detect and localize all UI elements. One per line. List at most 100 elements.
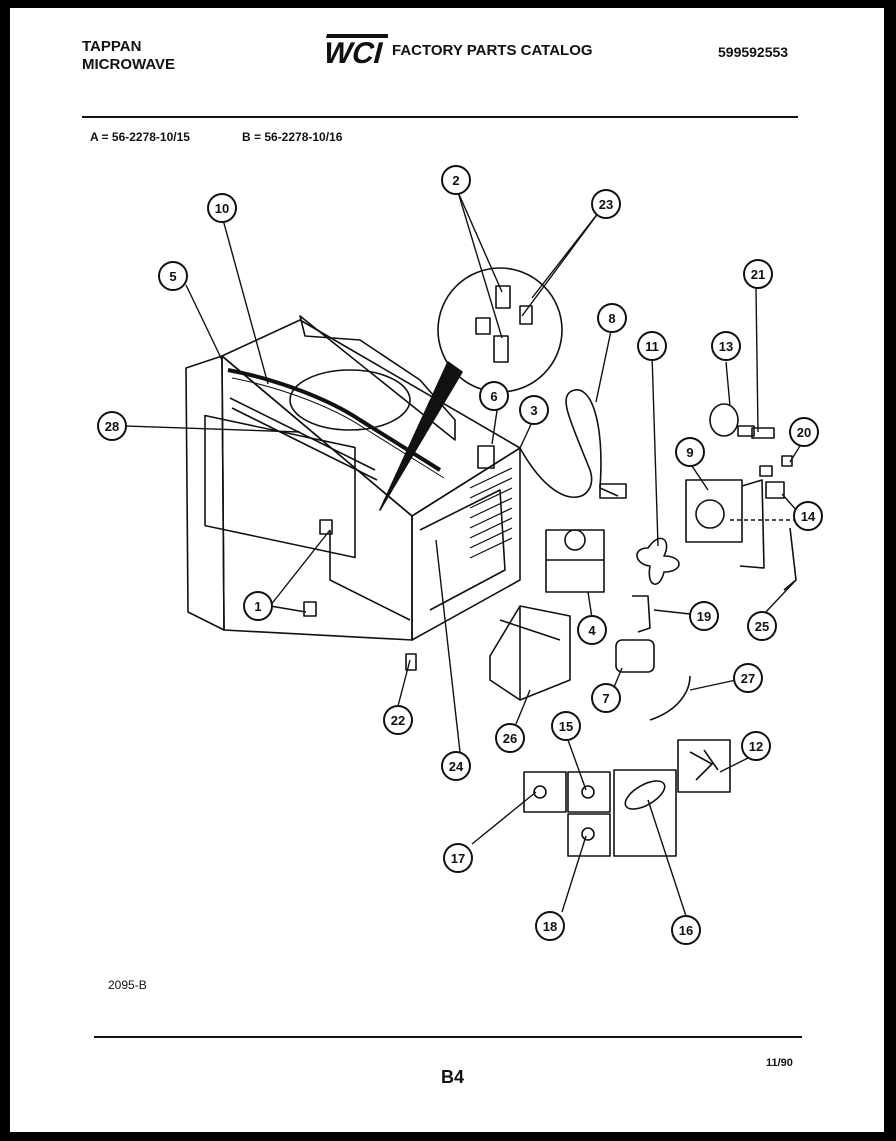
leg-foot bbox=[405, 653, 417, 671]
part-box-18 bbox=[567, 813, 611, 857]
callout-24: 24 bbox=[441, 751, 471, 781]
part-17-shape bbox=[533, 785, 547, 799]
svg-text:8: 8 bbox=[608, 311, 615, 326]
callout-16: 16 bbox=[671, 915, 701, 945]
fan-motor-bracket bbox=[685, 479, 800, 591]
svg-text:18: 18 bbox=[543, 919, 557, 934]
svg-text:5: 5 bbox=[169, 269, 176, 284]
svg-text:13: 13 bbox=[719, 339, 733, 354]
catalog-title: FACTORY PARTS CATALOG bbox=[392, 42, 593, 59]
svg-text:25: 25 bbox=[755, 619, 769, 634]
svg-text:17: 17 bbox=[451, 851, 465, 866]
svg-text:21: 21 bbox=[751, 267, 765, 282]
callout-5: 5 bbox=[158, 261, 188, 291]
header-rule bbox=[82, 116, 798, 118]
svg-text:23: 23 bbox=[599, 197, 613, 212]
svg-text:7: 7 bbox=[602, 691, 609, 706]
callout-23: 23 bbox=[591, 189, 621, 219]
vent-grille bbox=[469, 467, 513, 559]
svg-text:14: 14 bbox=[801, 509, 816, 524]
leader-lines bbox=[125, 191, 801, 917]
brand-name: TAPPAN bbox=[82, 38, 142, 55]
control-panel-rail bbox=[227, 368, 445, 479]
svg-text:24: 24 bbox=[449, 759, 464, 774]
wci-logo: WCI bbox=[320, 34, 388, 66]
catalog-sheet bbox=[10, 8, 884, 1132]
svg-text:27: 27 bbox=[741, 671, 755, 686]
svg-text:19: 19 bbox=[697, 609, 711, 624]
svg-text:11: 11 bbox=[645, 339, 659, 354]
callout-25: 25 bbox=[747, 611, 777, 641]
part-box-15 bbox=[567, 771, 611, 813]
svg-text:3: 3 bbox=[530, 403, 537, 418]
callout-19: 19 bbox=[689, 601, 719, 631]
terminal-clip bbox=[759, 465, 773, 477]
svg-text:6: 6 bbox=[490, 389, 497, 404]
power-cord bbox=[519, 389, 619, 498]
callout-26: 26 bbox=[495, 723, 525, 753]
logo-text: WCI bbox=[320, 36, 387, 66]
figure-id: 2095-B bbox=[108, 978, 147, 992]
callout-22: 22 bbox=[383, 705, 413, 735]
callout-13: 13 bbox=[711, 331, 741, 361]
callout-bubbles: 1 2 3 4 5 6 7 8 9 10 11 12 13 14 15 16 1… bbox=[97, 165, 823, 945]
callout-27: 27 bbox=[733, 663, 763, 693]
callout-6: 6 bbox=[479, 381, 509, 411]
thermal-cutout bbox=[765, 481, 785, 499]
hv-capacitor bbox=[615, 595, 655, 673]
interlock-switches bbox=[475, 285, 533, 363]
power-plug bbox=[599, 483, 627, 499]
footer-rule bbox=[94, 1036, 802, 1038]
callout-17: 17 bbox=[443, 843, 473, 873]
wire-tab bbox=[781, 455, 793, 467]
callout-10: 10 bbox=[207, 193, 237, 223]
part-12-shape bbox=[689, 749, 719, 781]
part-16-shape bbox=[624, 780, 666, 810]
callout-2: 2 bbox=[441, 165, 471, 195]
waveguide-outline bbox=[289, 369, 411, 431]
part-18-shape bbox=[581, 827, 595, 841]
magnetron bbox=[545, 529, 605, 593]
callout-7: 7 bbox=[591, 683, 621, 713]
callout-8: 8 bbox=[597, 303, 627, 333]
svg-text:20: 20 bbox=[797, 425, 811, 440]
callout-12: 12 bbox=[741, 731, 771, 761]
part-box-16 bbox=[613, 769, 677, 857]
callout-9: 9 bbox=[675, 437, 705, 467]
callout-18: 18 bbox=[535, 911, 565, 941]
svg-text:12: 12 bbox=[749, 739, 763, 754]
model-b-label: B = 56-2278-10/16 bbox=[242, 130, 343, 144]
oven-lamp bbox=[709, 403, 775, 439]
cord-clamp bbox=[477, 445, 495, 469]
part-15-shape bbox=[581, 785, 595, 799]
brand-block: TAPPAN MICROWAVE bbox=[82, 38, 175, 74]
callout-20: 20 bbox=[789, 417, 819, 447]
product-type: MICROWAVE bbox=[82, 56, 176, 73]
svg-text:15: 15 bbox=[559, 719, 573, 734]
part-box-17 bbox=[523, 771, 567, 813]
callout-1: 1 bbox=[243, 591, 273, 621]
part-box-12 bbox=[677, 739, 731, 793]
svg-text:9: 9 bbox=[686, 445, 693, 460]
callout-4: 4 bbox=[577, 615, 607, 645]
detail-pointer bbox=[379, 361, 463, 511]
svg-text:26: 26 bbox=[503, 731, 517, 746]
callout-15: 15 bbox=[551, 711, 581, 741]
cabinet-body bbox=[185, 315, 521, 641]
callout-11: 11 bbox=[637, 331, 667, 361]
svg-text:10: 10 bbox=[215, 201, 229, 216]
page-number: B4 bbox=[441, 1067, 465, 1087]
svg-text:16: 16 bbox=[679, 923, 693, 938]
svg-text:4: 4 bbox=[588, 623, 596, 638]
door-latch-clip bbox=[303, 601, 317, 617]
fan-blade bbox=[636, 537, 680, 585]
svg-text:1: 1 bbox=[254, 599, 261, 614]
hv-diode bbox=[649, 675, 691, 721]
callout-14: 14 bbox=[793, 501, 823, 531]
callout-28: 28 bbox=[97, 411, 127, 441]
callout-21: 21 bbox=[743, 259, 773, 289]
svg-text:22: 22 bbox=[391, 713, 405, 728]
callout-3: 3 bbox=[519, 395, 549, 425]
model-a-label: A = 56-2278-10/15 bbox=[90, 130, 190, 144]
